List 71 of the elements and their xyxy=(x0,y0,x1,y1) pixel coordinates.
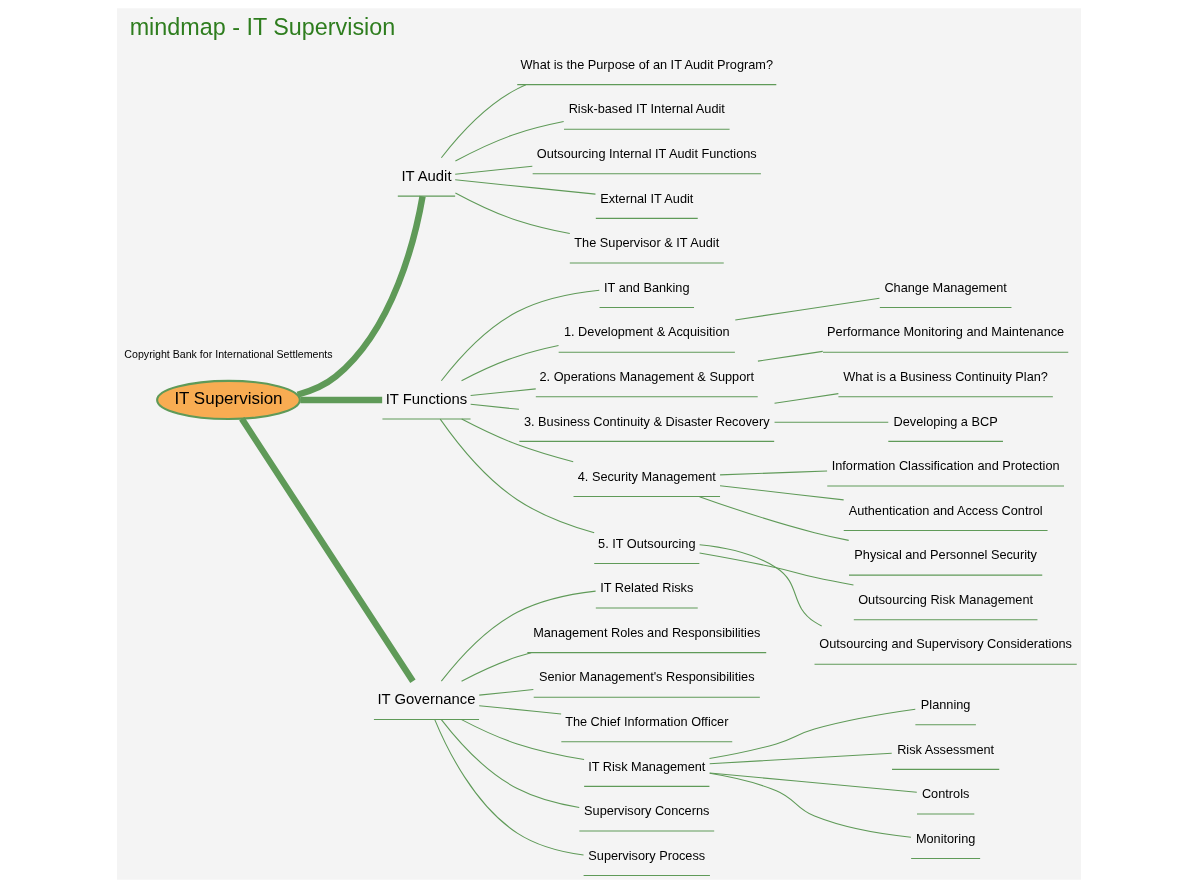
node-text: Information Classification and Protection xyxy=(831,458,1060,474)
node-text: IT Risk Management xyxy=(588,758,706,774)
node-text: Planning xyxy=(920,696,971,712)
connector xyxy=(478,689,534,696)
connector xyxy=(461,652,532,682)
connector xyxy=(470,403,520,410)
connector xyxy=(440,590,597,682)
connector xyxy=(709,772,912,838)
node-text: 1. Development & Acquisition xyxy=(563,324,730,340)
node-text: Risk-based IT Internal Audit xyxy=(568,101,725,117)
node-ellipse: IT Supervision xyxy=(156,379,301,421)
connector xyxy=(698,496,850,541)
connector xyxy=(470,388,537,397)
node-text: 2. Operations Management & Support xyxy=(539,368,755,384)
node-text: Developing a BCP xyxy=(893,413,998,429)
connector xyxy=(719,470,828,476)
node-text: 4. Security Management xyxy=(577,468,716,484)
connector xyxy=(709,772,918,793)
connector xyxy=(454,121,565,162)
connector xyxy=(440,84,527,159)
node-text: 3. Business Continuity & Disaster Recovery xyxy=(523,413,770,429)
connector xyxy=(699,552,854,586)
node-text: The Chief Information Officer xyxy=(565,713,729,729)
node-text: Supervisory Process xyxy=(588,847,706,863)
node-text: The Supervisor & IT Audit xyxy=(574,235,720,251)
connector xyxy=(454,165,533,175)
node-text: IT and Banking xyxy=(604,279,690,295)
label: Copyright Bank for International Settlements xyxy=(124,348,333,360)
connector xyxy=(734,297,880,321)
node-text: Outsourcing Risk Management xyxy=(858,591,1034,607)
connector xyxy=(454,192,571,235)
node-text: Performance Monitoring and Maintenance xyxy=(827,324,1065,340)
connector xyxy=(454,179,596,195)
connector xyxy=(478,705,562,715)
node-text: Monitoring xyxy=(915,830,976,846)
connector xyxy=(709,752,893,765)
node-text: Outsourcing Internal IT Audit Functions xyxy=(536,145,757,161)
node-text: IT Functions xyxy=(385,390,468,407)
connector xyxy=(461,418,574,463)
node-text: What is a Business Continuity Plan? xyxy=(843,368,1048,384)
connector xyxy=(434,719,585,856)
connector xyxy=(296,195,426,398)
node-text: Authentication and Access Control xyxy=(848,502,1043,518)
node-text: Supervisory Concerns xyxy=(584,803,710,819)
node-text: IT Audit xyxy=(401,167,452,184)
node-text: IT Governance xyxy=(377,691,476,708)
connector xyxy=(300,396,383,404)
connector xyxy=(699,544,823,627)
connector xyxy=(757,350,824,362)
node-text: Management Roles and Responsibilities xyxy=(533,624,761,640)
connector xyxy=(774,421,889,423)
connector xyxy=(774,393,839,404)
diagram-title: mindmap - IT Supervision xyxy=(129,14,396,41)
connector xyxy=(461,345,560,382)
node-text: Outsourcing and Supervisory Considerations xyxy=(819,636,1072,652)
node-text: 5. IT Outsourcing xyxy=(598,535,696,551)
node-text: Change Management xyxy=(884,279,1007,295)
node-text: What is the Purpose of an IT Audit Program? xyxy=(520,56,774,72)
node-text: Physical and Personnel Security xyxy=(854,547,1037,563)
connector xyxy=(440,719,580,808)
node-text: Senior Management's Responsibilities xyxy=(539,669,755,685)
connector xyxy=(708,708,916,760)
node-text: Controls xyxy=(921,786,970,802)
node-text: External IT Audit xyxy=(600,190,694,206)
connector xyxy=(461,719,585,761)
connector xyxy=(439,418,595,534)
connector xyxy=(440,289,600,382)
connector xyxy=(719,485,845,501)
node-text: IT Related Risks xyxy=(600,580,694,596)
node-text: Risk Assessment xyxy=(897,741,995,757)
connector xyxy=(239,417,416,683)
